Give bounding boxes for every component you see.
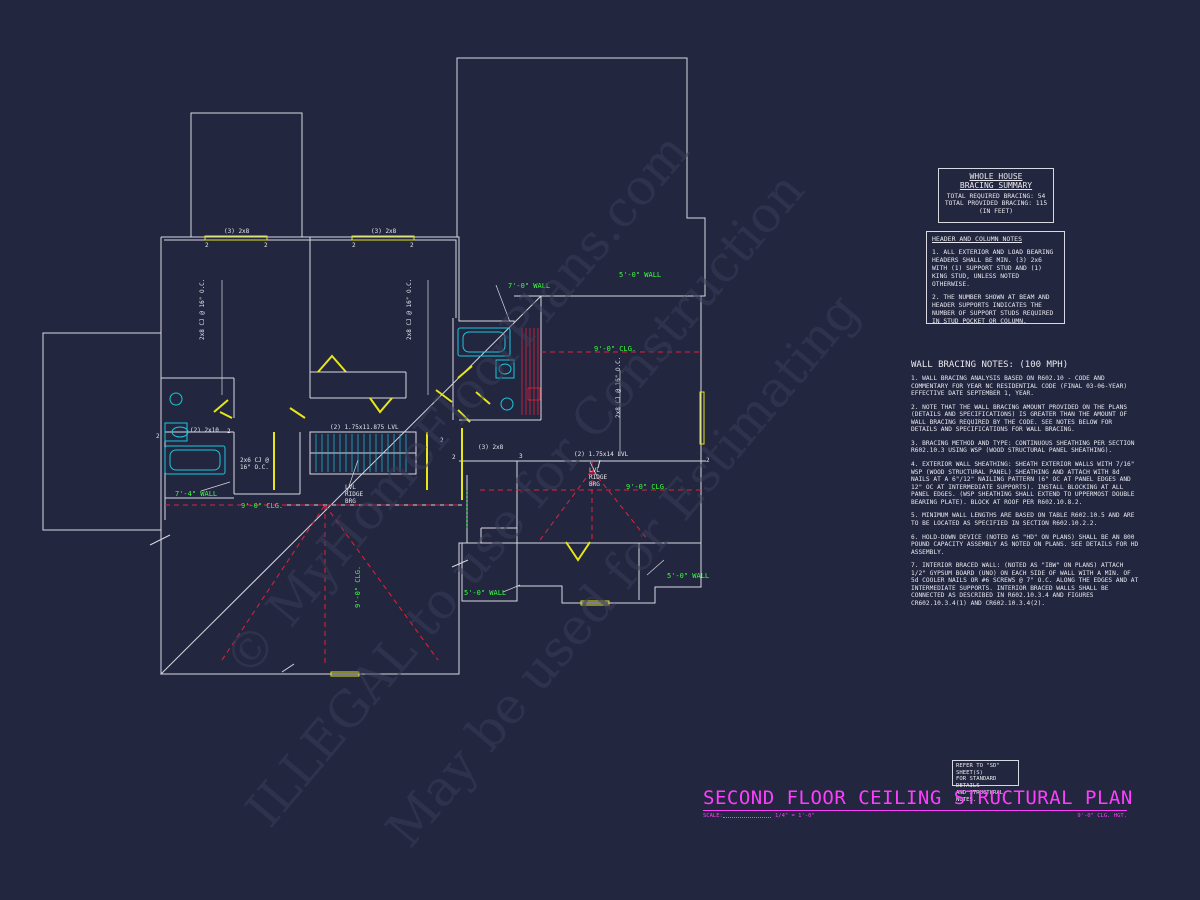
title-block: SECOND FLOOR CEILING STRUCTURAL PLAN SCA…: [703, 787, 1133, 820]
bathtub: [457, 327, 511, 357]
ceiling-joist-label: 2x8 CJ @ 16" O.C.: [199, 278, 206, 340]
ceiling-height-label: 9'-0" CLG.: [594, 345, 637, 353]
wall-bracing-note: 3. BRACING METHOD AND TYPE: CONTINUOUS S…: [911, 439, 1135, 455]
header-label: (3) 2x8: [224, 228, 250, 235]
wall-height-label: 7'-4" WALL: [175, 490, 218, 498]
header-beam: [330, 671, 360, 677]
wall-height-label: 5'-0" WALL: [464, 589, 507, 597]
wall-height-label: 5'-0" WALL: [619, 271, 662, 279]
bracing-provided: TOTAL PROVIDED BRACING: 115: [944, 200, 1048, 208]
fixtures: [164, 327, 515, 475]
wall-bracing-notes: WALL BRACING NOTES: (100 MPH) 1. WALL BR…: [911, 360, 1139, 614]
ceiling-joist-label: 2x8 CJ @ 16" O.C.: [615, 356, 622, 418]
header-beam: [204, 235, 268, 241]
bathtub: [164, 445, 226, 475]
header-beam: [351, 235, 415, 241]
wall-bracing-note: 2. NOTE THAT THE WALL BRACING AMOUNT PRO…: [911, 403, 1128, 434]
stud-count: 2: [352, 242, 356, 249]
ceiling-height-label: 9'-0" CLG.: [626, 483, 669, 491]
header-note: 1. ALL EXTERIOR AND LOAD BEARING HEADERS…: [932, 249, 1054, 288]
lvl-beam-label: (2) 1.75x14 LVL: [574, 451, 629, 458]
header-beam: [699, 391, 705, 445]
sink: [500, 397, 514, 411]
stud-count: 2: [410, 242, 414, 249]
stud-count: 2: [452, 454, 456, 461]
scale-row: SCALE: 1/4" = 1'-0" 9'-0" CLG. HGT.: [703, 811, 1127, 820]
refer-line: REFER TO "SD" SHEET(S): [956, 763, 1000, 776]
stud-count: 2: [264, 242, 268, 249]
refer-line: FOR STANDARD DETAILS: [956, 776, 997, 790]
wall-bracing-note: 1. WALL BRACING ANALYSIS BASED ON R602.1…: [911, 374, 1128, 398]
wall-bracing-note: 4. EXTERIOR WALL SHEATHING: SHEATH EXTER…: [911, 461, 1135, 506]
header-label: (3) 2x8: [478, 444, 504, 451]
refer-sd-box: REFER TO "SD" SHEET(S) FOR STANDARD DETA…: [952, 760, 1019, 803]
ceiling-lines: [165, 351, 701, 667]
stud-count: 2: [205, 242, 209, 249]
beams: [204, 235, 705, 677]
ridge-bearing-label: LVL RIDGE BRG: [345, 484, 364, 506]
header-note: 2. THE NUMBER SHOWN AT BEAM AND HEADER S…: [932, 294, 1054, 325]
ceiling-joist-label: 2x8 CJ @ 16" O.C.: [406, 278, 413, 340]
stud-count: 2: [227, 428, 231, 435]
header-notes-title: HEADER AND COLUMN NOTES: [932, 235, 1023, 243]
header-beam: [580, 600, 610, 606]
bracing-unit: (IN FEET): [978, 208, 1014, 216]
scale-leader: [723, 816, 771, 818]
wall-height-label: 5'-0" WALL: [667, 572, 710, 580]
sink: [169, 392, 183, 406]
toilet: [164, 422, 188, 442]
stud-count: 2: [156, 433, 160, 440]
bracing-summary-box: WHOLE HOUSE BRACING SUMMARY TOTAL REQUIR…: [938, 168, 1054, 223]
roof-outline-far-left: [42, 332, 161, 531]
masonry-wall: [521, 328, 541, 415]
header-column-notes-box: HEADER AND COLUMN NOTES 1. ALL EXTERIOR …: [926, 231, 1065, 325]
ceiling-joist-label: 2x6 CJ @ 16" O.C.: [240, 457, 269, 472]
bracing-required: TOTAL REQUIRED BRACING: 54: [946, 192, 1046, 200]
refer-line: AND STRUCTURAL NOTES.: [956, 789, 1004, 803]
wall-bracing-note: 7. INTERIOR BRACED WALL: (NOTED AS "IBW"…: [911, 562, 1139, 608]
wall-bracing-note: 6. HOLD-DOWN DEVICE (NOTED AS "HD" ON PL…: [911, 533, 1139, 556]
wall-bracing-title: WALL BRACING NOTES: (100 MPH): [911, 360, 1069, 370]
wall-bracing-note: 5. MINIMUM WALL LENGTHS ARE BASED ON TAB…: [911, 512, 1135, 527]
wall-height-label: 7'-0" WALL: [508, 282, 551, 290]
stair-treads: [315, 434, 407, 472]
ceiling-height-label: 9'-0" CLG.: [241, 502, 284, 510]
bracing-summary-title: WHOLE HOUSE BRACING SUMMARY: [959, 172, 1033, 190]
header-label: (3) 2x8: [371, 228, 397, 235]
roof-outline-left: [190, 112, 303, 237]
scale-label: SCALE:: [703, 812, 723, 819]
roof-outline-top: [456, 57, 706, 297]
sheet-title: SECOND FLOOR CEILING STRUCTURAL PLAN: [703, 787, 1133, 811]
stud-count: 2: [706, 457, 710, 464]
scale-value: 1/4" = 1'-0": [775, 812, 815, 819]
ceiling-height-label: 9'-0" CLG.: [354, 565, 362, 608]
toilet: [495, 359, 515, 379]
stud-count: 2: [440, 437, 444, 444]
lvl-beam-label: (2) 1.75x11.875 LVL: [330, 424, 399, 431]
ridge-bearing-label: LVL RIDGE BRG: [589, 467, 608, 489]
header-label: (2) 2x10: [190, 427, 219, 434]
stud-count: 3: [519, 453, 523, 460]
ceiling-height: 9'-0" CLG. HGT.: [1077, 812, 1127, 819]
